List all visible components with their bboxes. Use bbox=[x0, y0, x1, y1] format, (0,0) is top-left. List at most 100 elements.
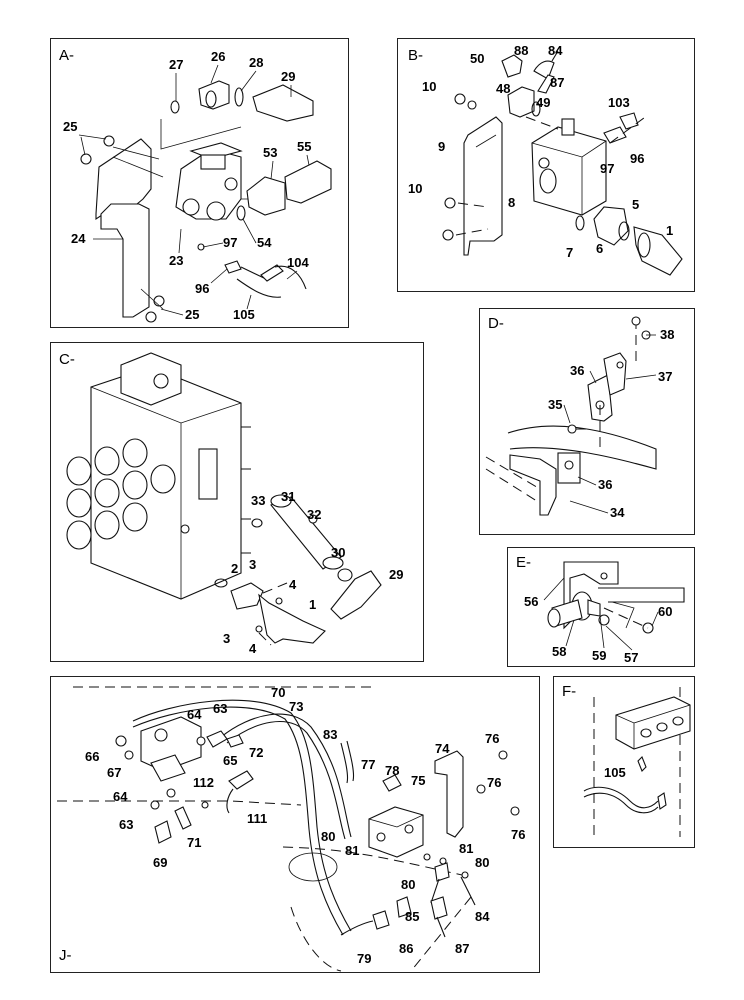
callout-80-left: 80 bbox=[321, 829, 335, 844]
callout-63-bottom: 63 bbox=[119, 817, 133, 832]
panel-c: C- bbox=[50, 342, 424, 662]
callout-64-top: 64 bbox=[187, 707, 202, 722]
callout-9: 9 bbox=[438, 139, 445, 154]
callout-81-right: 81 bbox=[459, 841, 473, 856]
callout-84: 84 bbox=[548, 43, 563, 58]
callout-32: 32 bbox=[307, 507, 321, 522]
panel-a-drawing: 27 26 28 29 25 53 55 24 23 97 54 104 96 … bbox=[63, 49, 332, 323]
callout-25-top: 25 bbox=[63, 119, 77, 134]
callout-76-mid: 76 bbox=[487, 775, 501, 790]
callouts-e: 56 60 58 59 57 bbox=[524, 594, 672, 665]
callout-8: 8 bbox=[508, 195, 515, 210]
callout-50: 50 bbox=[470, 51, 484, 66]
callout-4-bottom: 4 bbox=[249, 641, 257, 656]
callout-3-bottom: 3 bbox=[223, 631, 230, 646]
callout-104: 104 bbox=[287, 255, 309, 270]
callout-84: 84 bbox=[475, 909, 490, 924]
callout-76-top: 76 bbox=[485, 731, 499, 746]
callout-105: 105 bbox=[233, 307, 255, 322]
callout-29: 29 bbox=[281, 69, 295, 84]
callout-24: 24 bbox=[71, 231, 86, 246]
callout-7: 7 bbox=[566, 245, 573, 260]
callout-30: 30 bbox=[331, 545, 345, 560]
callout-38: 38 bbox=[660, 327, 674, 342]
callout-60: 60 bbox=[658, 604, 672, 619]
callout-78: 78 bbox=[385, 763, 399, 778]
callout-96: 96 bbox=[630, 151, 644, 166]
callout-56: 56 bbox=[524, 594, 538, 609]
panel-f-drawing: 105 bbox=[583, 687, 691, 837]
callout-2: 2 bbox=[231, 561, 238, 576]
callouts-c: 33 31 32 30 2 3 4 29 1 3 4 bbox=[223, 489, 403, 656]
panel-d-label: D- bbox=[488, 315, 504, 332]
callout-1: 1 bbox=[666, 223, 673, 238]
callout-53: 53 bbox=[263, 145, 277, 160]
callout-28: 28 bbox=[249, 55, 263, 70]
callout-49: 49 bbox=[536, 95, 550, 110]
callout-72: 72 bbox=[249, 745, 263, 760]
callout-77: 77 bbox=[361, 757, 375, 772]
panel-f-label: F- bbox=[562, 683, 577, 700]
callout-76-right: 76 bbox=[511, 827, 525, 842]
callout-66: 66 bbox=[85, 749, 99, 764]
callout-112: 112 bbox=[193, 775, 214, 790]
callout-86: 86 bbox=[399, 941, 413, 956]
callout-63-top: 63 bbox=[213, 701, 227, 716]
callout-65: 65 bbox=[223, 753, 237, 768]
callout-105: 105 bbox=[604, 765, 626, 780]
callout-23: 23 bbox=[169, 253, 183, 268]
callout-69: 69 bbox=[153, 855, 167, 870]
panel-a-label: A- bbox=[59, 47, 74, 64]
panel-c-label: C- bbox=[59, 351, 75, 368]
callout-67: 67 bbox=[107, 765, 121, 780]
callout-34: 34 bbox=[610, 505, 625, 520]
callout-103: 103 bbox=[608, 95, 630, 110]
panel-e-label: E- bbox=[516, 554, 531, 571]
callout-36-top: 36 bbox=[570, 363, 584, 378]
callout-88: 88 bbox=[514, 43, 528, 58]
callout-36-bottom: 36 bbox=[598, 477, 612, 492]
panel-b-drawing: 50 88 84 87 10 48 49 103 9 97 96 10 8 5 … bbox=[408, 43, 683, 276]
callout-48: 48 bbox=[496, 81, 510, 96]
callout-1: 1 bbox=[309, 597, 316, 612]
callout-10-top: 10 bbox=[422, 79, 436, 94]
callout-74: 74 bbox=[435, 741, 450, 756]
callout-33: 33 bbox=[251, 493, 265, 508]
callout-85: 85 bbox=[405, 909, 419, 924]
callout-87: 87 bbox=[550, 75, 564, 90]
callout-87: 87 bbox=[455, 941, 469, 956]
callout-54: 54 bbox=[257, 235, 272, 250]
callout-79: 79 bbox=[357, 951, 371, 966]
callout-96: 96 bbox=[195, 281, 209, 296]
callout-27: 27 bbox=[169, 57, 183, 72]
callout-80-right: 80 bbox=[475, 855, 489, 870]
callout-29: 29 bbox=[389, 567, 403, 582]
callout-97: 97 bbox=[600, 161, 614, 176]
panel-b: B- 50 88 bbox=[397, 38, 695, 292]
callout-3-top: 3 bbox=[249, 557, 256, 572]
callouts-d: 38 36 37 35 36 34 bbox=[548, 327, 674, 520]
callout-5: 5 bbox=[632, 197, 639, 212]
callout-111: 111 bbox=[247, 811, 267, 826]
panel-d-drawing: 38 36 37 35 36 34 bbox=[485, 316, 674, 520]
callout-31: 31 bbox=[281, 489, 295, 504]
callout-81-left: 81 bbox=[345, 843, 359, 858]
callout-71: 71 bbox=[187, 835, 201, 850]
callout-10-bottom: 10 bbox=[408, 181, 422, 196]
callouts-j: 70 73 64 63 83 76 66 67 65 72 77 78 74 7… bbox=[85, 685, 525, 966]
panel-j-drawing: 70 73 64 63 83 76 66 67 65 72 77 78 74 7… bbox=[57, 685, 525, 972]
callout-64-bottom: 64 bbox=[113, 789, 128, 804]
callout-75: 75 bbox=[411, 773, 425, 788]
panel-f: F- 105 bbox=[553, 676, 695, 848]
callouts-a: 27 26 28 29 25 53 55 24 23 97 54 104 96 … bbox=[63, 49, 311, 322]
callout-58: 58 bbox=[552, 644, 566, 659]
callout-57: 57 bbox=[624, 650, 638, 665]
callout-25-bottom: 25 bbox=[185, 307, 199, 322]
panel-d: D- 38 36 37 35 36 34 bbox=[479, 308, 695, 535]
callout-97: 97 bbox=[223, 235, 237, 250]
panel-j: J- bbox=[50, 676, 540, 973]
panel-j-label: J- bbox=[59, 947, 72, 964]
callout-59: 59 bbox=[592, 648, 606, 663]
callout-35: 35 bbox=[548, 397, 562, 412]
callout-4-top: 4 bbox=[289, 577, 297, 592]
